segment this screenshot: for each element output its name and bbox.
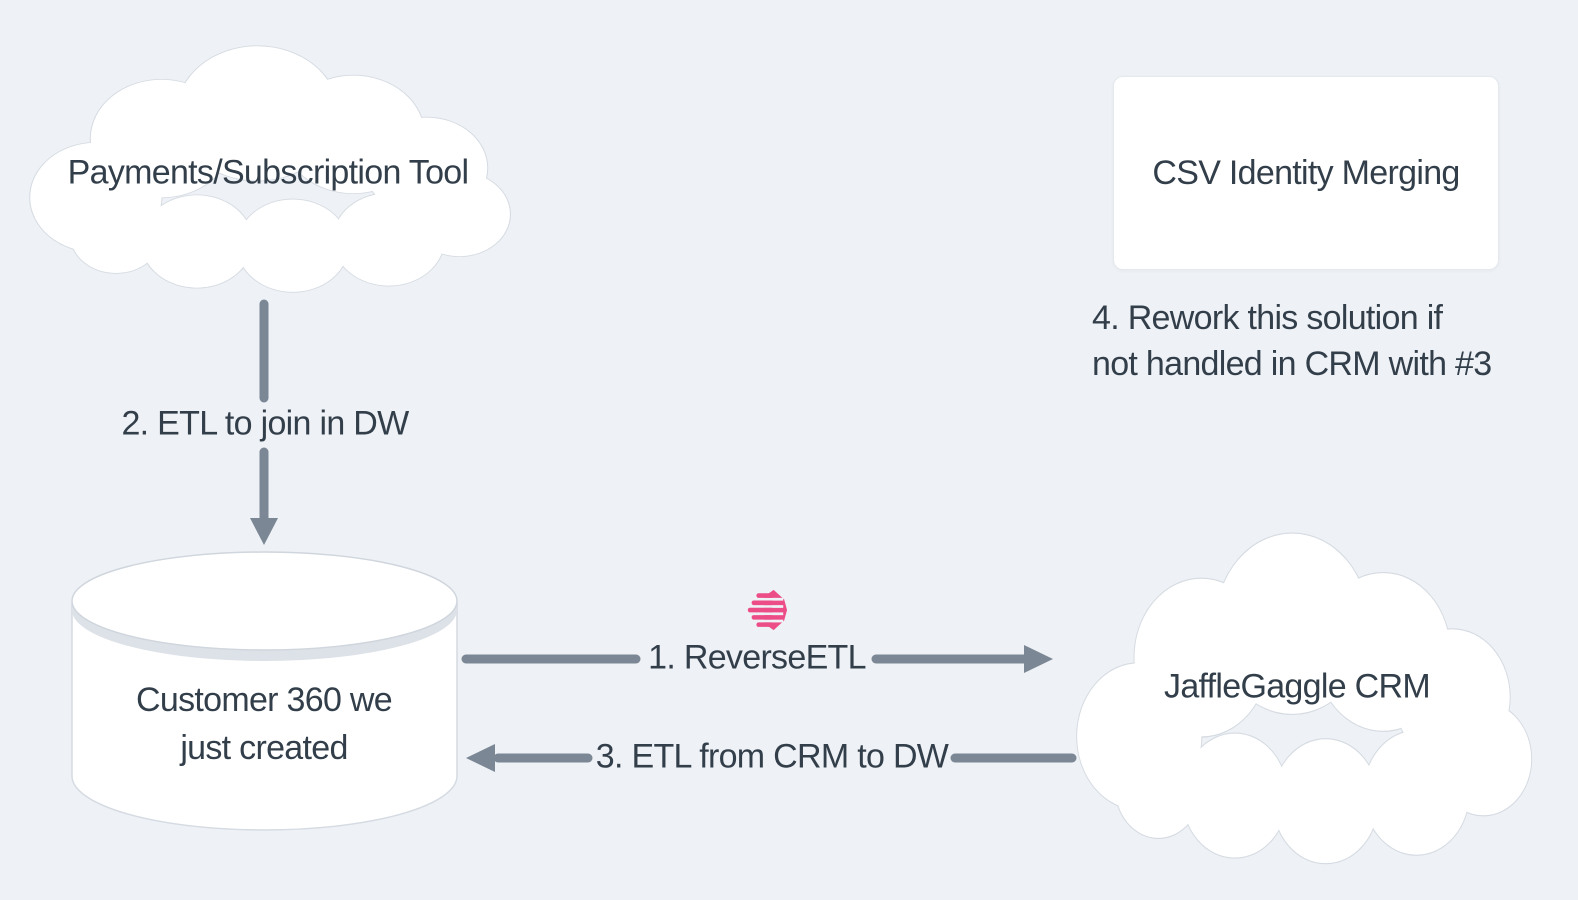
csv-box-label: CSV Identity Merging: [1152, 153, 1460, 192]
crm-cloud-label: JaffleGaggle CRM: [1164, 667, 1431, 706]
note-rework-line1: 4. Rework this solution if: [1092, 299, 1443, 337]
arrowhead-right-icon: [1024, 645, 1053, 673]
warehouse-cylinder-label: Customer 360 we just created: [136, 676, 393, 772]
warehouse-label-line1: Customer 360 we: [136, 681, 393, 719]
edge-label-etl-join: 2. ETL to join in DW: [121, 404, 409, 443]
edge-label-reverse-etl: 1. ReverseETL: [648, 638, 866, 677]
cylinder-top-ellipse: [71, 551, 458, 651]
warehouse-cylinder-shape: [71, 551, 458, 831]
node-csv-identity-merging: CSV Identity Merging: [1113, 76, 1499, 270]
warehouse-label-line2: just created: [180, 729, 348, 767]
edge-label-etl-from-crm: 3. ETL from CRM to DW: [595, 737, 949, 776]
payments-cloud-label: Payments/Subscription Tool: [67, 153, 469, 192]
arrowhead-left-icon: [466, 744, 495, 772]
note-rework-solution: 4. Rework this solution if not handled i…: [1092, 295, 1492, 387]
note-rework-line2: not handled in CRM with #3: [1092, 345, 1492, 383]
arrowhead-down-icon: [250, 518, 278, 545]
reverse-etl-logo-icon: [747, 589, 788, 631]
